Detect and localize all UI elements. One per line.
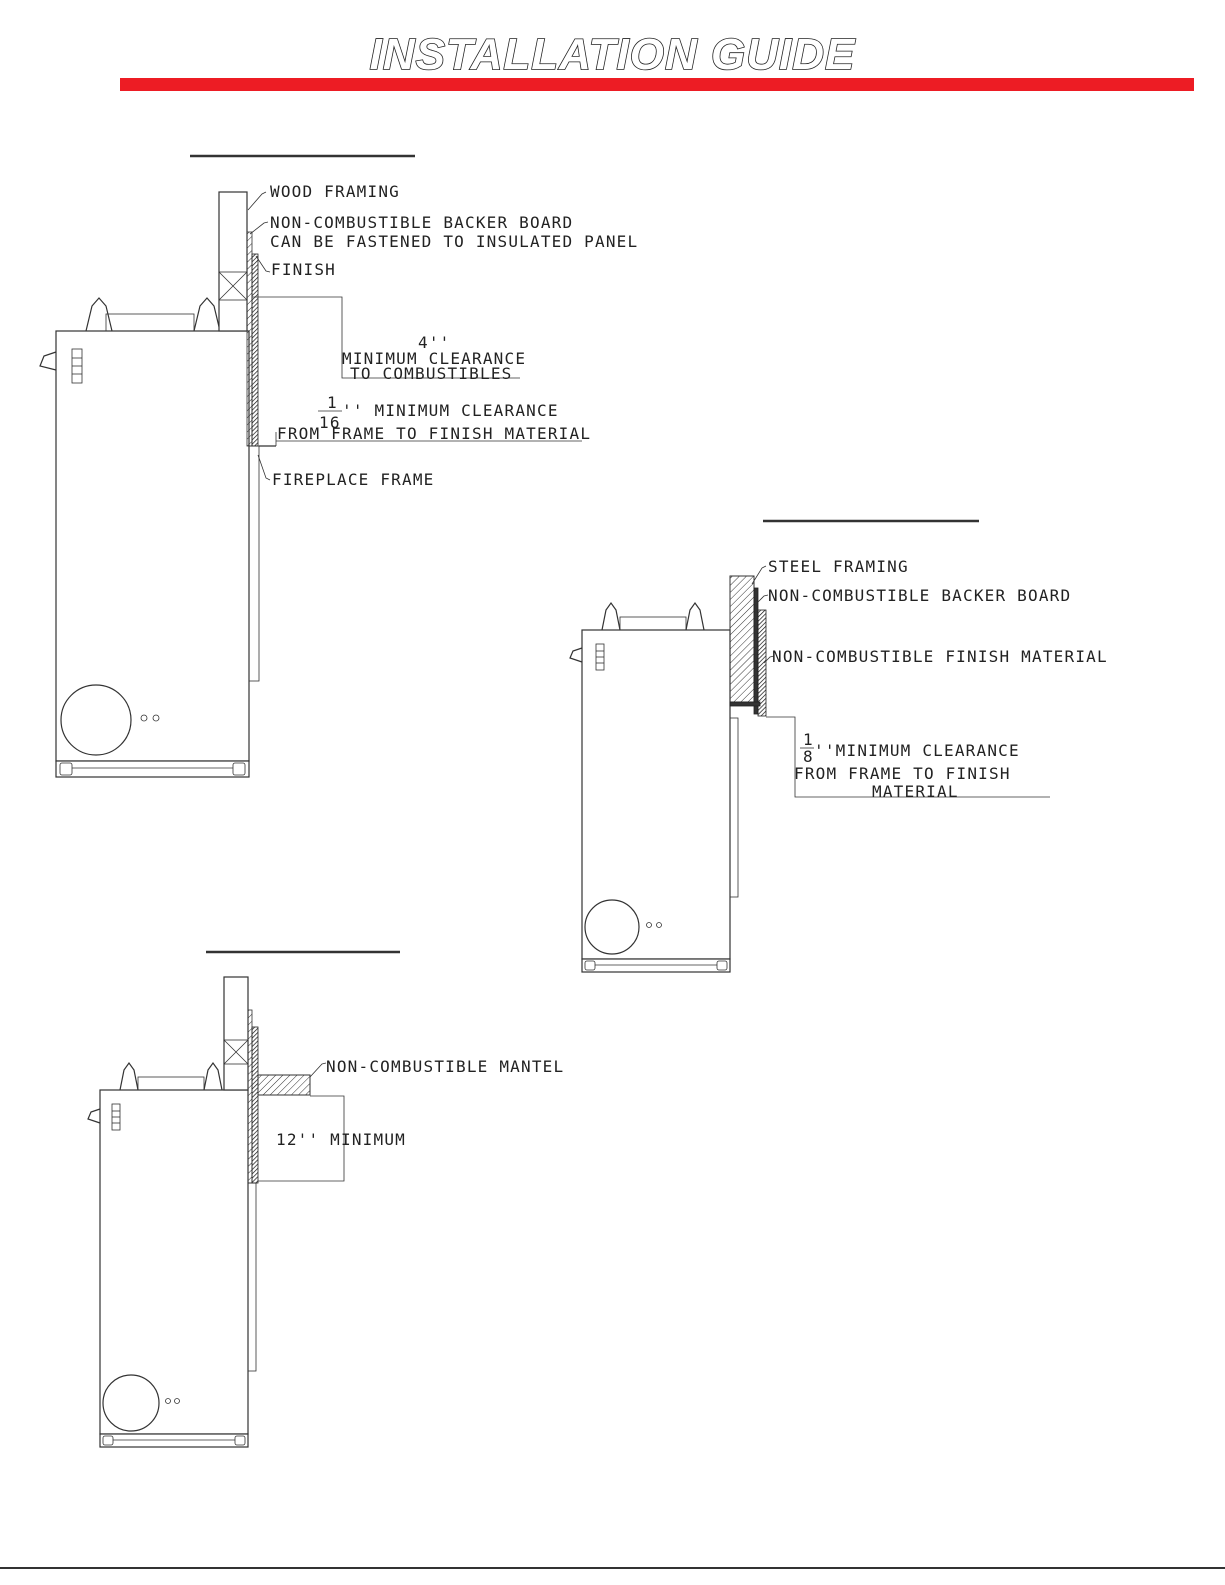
fireplace-base	[55, 760, 250, 778]
standoff-left	[85, 297, 113, 332]
label-frame-clearance: '' MINIMUM CLEARANCE	[342, 401, 559, 420]
label-finish: FINISH	[271, 260, 336, 279]
finish-layer	[251, 253, 259, 447]
label-wood-framing: WOOD FRAMING	[270, 182, 400, 201]
finish-layer	[251, 1026, 259, 1184]
gas-valve-connector	[87, 1108, 101, 1124]
fraction-numerator: 1	[327, 393, 338, 412]
gas-valve-connector	[39, 351, 57, 371]
label-fireplace-frame: FIREPLACE FRAME	[272, 470, 435, 489]
label-finish-material: NON-COMBUSTIBLE FINISH MATERIAL	[772, 647, 1108, 666]
fireplace-unit	[569, 601, 739, 973]
label-material: MATERIAL	[872, 782, 959, 801]
steel-stud	[729, 575, 755, 703]
fireplace-unit	[87, 1061, 257, 1448]
fireplace-body	[55, 330, 250, 762]
label-frame-to-finish: FROM FRAME TO FINISH	[794, 764, 1011, 783]
fireplace-unit	[39, 297, 260, 778]
fireplace-body	[99, 1089, 249, 1435]
backer-board	[246, 231, 253, 447]
fraction-numerator: 1	[803, 730, 814, 749]
title-rule	[120, 78, 1194, 91]
backer-board	[247, 1009, 253, 1184]
label-minimum-clearance: ''MINIMUM CLEARANCE	[814, 741, 1020, 760]
vent-opening	[102, 1374, 160, 1432]
page-title: INSTALLATION GUIDE	[369, 29, 856, 80]
steel-leaders	[751, 565, 1050, 798]
fireplace-frame-shape	[248, 445, 260, 682]
label-backer-board: NON-COMBUSTIBLE BACKER BOARD	[768, 586, 1071, 605]
vent-opening	[60, 684, 132, 756]
standoff-right	[203, 1061, 223, 1091]
standoff-right	[685, 601, 705, 631]
mantel-leaders	[258, 1062, 345, 1182]
fireplace-base	[581, 958, 731, 973]
fireplace-body	[581, 629, 731, 960]
label-clearance-line2: TO COMBUSTIBLES	[350, 364, 513, 383]
footer-rule	[0, 1567, 1225, 1569]
mantel-shelf	[257, 1074, 311, 1096]
wall-assembly	[729, 575, 767, 717]
steel-framing-section: STEEL FRAMING NON-COMBUSTIBLE BACKER BOA…	[569, 519, 1108, 973]
vent-opening	[584, 899, 640, 955]
standoff-right	[193, 297, 221, 332]
label-12-minimum: 12'' MINIMUM	[276, 1130, 406, 1149]
fireplace-frame-shape	[247, 1182, 257, 1372]
label-clearance-value: 4''	[418, 333, 451, 352]
backer-board	[753, 587, 759, 715]
gas-valve-connector	[569, 647, 583, 663]
fraction-denominator: 8	[803, 747, 814, 766]
label-backer-board: NON-COMBUSTIBLE BACKER BOARD	[270, 213, 573, 232]
label-backer-note: CAN BE FASTENED TO INSULATED PANEL	[270, 232, 638, 251]
fraction-denominator: 16	[319, 413, 341, 432]
wood-stud	[223, 976, 249, 1091]
mantel-section: NON-COMBUSTIBLE MANTEL 12'' MINIMUM	[87, 950, 564, 1448]
standoff-left	[119, 1061, 139, 1091]
fireplace-frame-shape	[729, 717, 739, 898]
wood-stud	[218, 191, 248, 332]
label-mantel: NON-COMBUSTIBLE MANTEL	[326, 1057, 564, 1076]
standoff-left	[601, 601, 621, 631]
finish-layer	[757, 609, 767, 717]
wood-framing-section: WOOD FRAMING NON-COMBUSTIBLE BACKER BOAR…	[39, 154, 638, 778]
label-frame-to-finish: FROM FRAME TO FINISH MATERIAL	[277, 424, 591, 443]
fireplace-base	[99, 1433, 249, 1448]
label-steel-framing: STEEL FRAMING	[768, 557, 909, 576]
wall-assembly	[218, 191, 276, 447]
wood-leaders	[247, 191, 582, 481]
label-clearance-line1: MINIMUM CLEARANCE	[342, 349, 526, 368]
wall-assembly	[223, 976, 311, 1184]
